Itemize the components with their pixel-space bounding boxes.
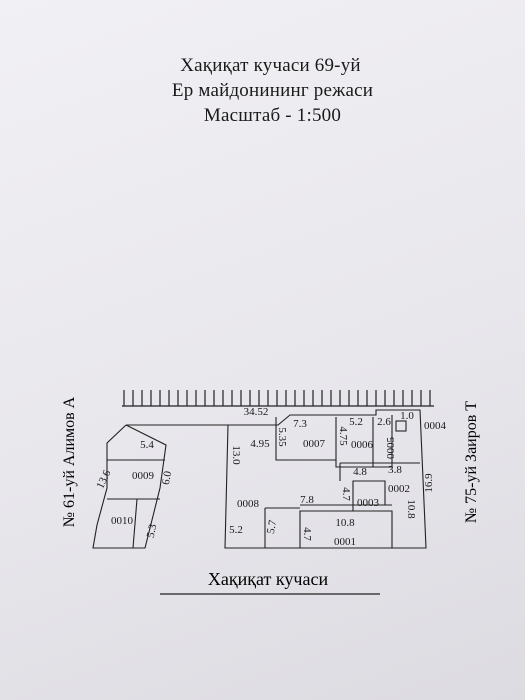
parcel-0009: 0009	[132, 470, 155, 482]
parcel-0002: 0002	[388, 483, 410, 495]
dim-2-6: 2.6	[377, 416, 391, 428]
dim-5-35: 5.35	[276, 427, 288, 447]
dim-10-8-v: 10.8	[405, 499, 417, 519]
neighbor-right: № 75-уй Заиров Т	[463, 401, 480, 523]
title-scale: Масштаб - 1:500	[203, 105, 342, 126]
street-name: Хақиқат кучаси	[208, 569, 329, 589]
dim-13-0: 13.0	[230, 445, 242, 465]
dim-top: 34.52	[244, 406, 269, 418]
neighbor-left: № 61-уй Алимов А	[61, 396, 78, 527]
dim-5-2-bottom: 5.2	[229, 524, 243, 536]
dim-3-8: 3.8	[388, 464, 402, 476]
parcel-0005: 0005	[385, 437, 397, 460]
dim-4-7-low: 4.7	[301, 527, 313, 541]
title-plan: Ер майдонининг режаси	[171, 80, 374, 101]
fence-line	[122, 390, 434, 407]
parcel-0008: 0008	[237, 498, 260, 510]
parcel-0010: 0010	[111, 515, 134, 527]
dim-7-3: 7.3	[293, 418, 307, 430]
parcel-0004: 0004	[424, 420, 447, 432]
dim-4-75: 4.75	[337, 426, 349, 446]
parcel-0001: 0001	[334, 536, 356, 548]
title-address: Хақиқат кучаси 69-уй	[180, 55, 361, 76]
parcel-0006: 0006	[351, 439, 374, 451]
dim-5-3: 5.3	[145, 523, 160, 539]
left-plot-outline	[92, 424, 167, 549]
dim-5-2-top: 5.2	[349, 416, 363, 428]
dim-13-6: 13.6	[94, 468, 113, 491]
dim-6-0: 6.0	[160, 470, 174, 486]
dim-5-4: 5.4	[140, 439, 154, 451]
plot-outline	[126, 409, 427, 549]
parcel-0003: 0003	[357, 497, 380, 509]
dim-5-7: 5.7	[265, 519, 279, 535]
dim-4-7-mid: 4.7	[340, 487, 352, 501]
parcel-0007: 0007	[303, 438, 326, 450]
dim-1-0: 1.0	[400, 410, 414, 422]
dim-4-95: 4.95	[250, 438, 270, 450]
dim-16-9: 16.9	[423, 473, 435, 493]
dim-7-8: 7.8	[300, 494, 314, 506]
dim-10-8-h: 10.8	[335, 517, 355, 529]
dim-4-8: 4.8	[353, 466, 367, 478]
